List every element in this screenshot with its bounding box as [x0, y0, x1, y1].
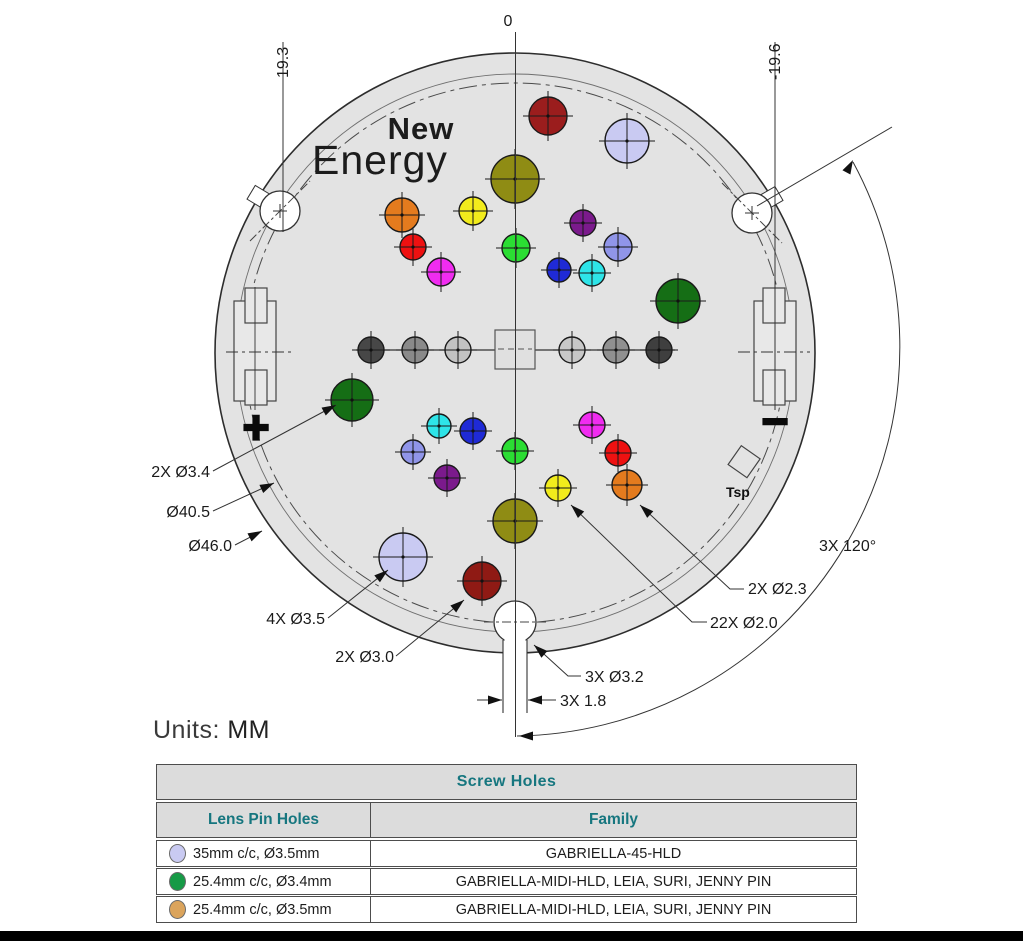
screw-holes-table: Screw Holes Lens Pin Holes Family 35mm c… [156, 764, 857, 924]
dark-red-hole [523, 91, 573, 141]
hole-swatch-icon [169, 900, 186, 919]
logo-word-energy: Energy [312, 137, 448, 183]
col-header-family: Family [370, 802, 857, 838]
dim-2x-d3-0: 2X Ø3.0 [335, 649, 394, 666]
pin-spec-cell: 25.4mm c/c, Ø3.4mm [156, 868, 371, 895]
col-header-lens-pin-holes: Lens Pin Holes [156, 802, 371, 838]
pin-spec-text: 25.4mm c/c, Ø3.5mm [193, 901, 332, 918]
plus-symbol: + [243, 401, 270, 453]
dim-d46-0: Ø46.0 [188, 538, 232, 555]
magenta-hole [421, 252, 461, 292]
family-cell: GABRIELLA-MIDI-HLD, LEIA, SURI, JENNY PI… [370, 868, 857, 895]
dim-d40-5: Ø40.5 [166, 504, 210, 521]
cyan-hole [573, 254, 611, 292]
gray-1-hole [352, 331, 390, 369]
dimension-labels: 19.3 0 -19.6 2X Ø3.4 Ø40.5 Ø46.0 4X Ø3.5… [151, 13, 876, 710]
pin-spec-cell: 35mm c/c, Ø3.5mm [156, 840, 371, 867]
red-hole [599, 434, 637, 472]
brand-logo: New Energy [312, 111, 455, 183]
blue-hole [454, 412, 492, 450]
yellow-hole [453, 191, 493, 231]
screw-hole-top-left [246, 180, 311, 242]
dark-green-hole [325, 373, 379, 427]
left-connector [233, 287, 277, 406]
pin-spec-cell: 25.4mm c/c, Ø3.5mm [156, 896, 371, 923]
dark-red-hole [457, 556, 507, 606]
purple-hole [564, 204, 602, 242]
units-value: MM [227, 716, 271, 744]
table-subheader: Lens Pin Holes Family [156, 802, 857, 838]
bottom-bar [0, 931, 1023, 941]
datum-lines [282, 32, 893, 737]
blue-hole [541, 252, 577, 288]
yellow-hole [539, 469, 577, 507]
dim-4x-d3-5: 4X Ø3.5 [266, 611, 325, 628]
dim-22x-d2-0: 22X Ø2.0 [710, 615, 778, 632]
gray-2-hole [396, 331, 434, 369]
dim-0: 0 [504, 13, 513, 30]
gray-6-hole [640, 331, 678, 369]
orange-hole [379, 192, 425, 238]
dim-2x-d2-3: 2X Ø2.3 [748, 581, 807, 598]
hole-swatch-icon [169, 872, 186, 891]
arrowheads [247, 160, 853, 741]
table-row: 25.4mm c/c, Ø3.4mm GABRIELLA-MIDI-HLD, LE… [156, 868, 857, 895]
dim-3x-d3-2: 3X Ø3.2 [585, 669, 644, 686]
dim-2x-d3-4: 2X Ø3.4 [151, 464, 210, 481]
logo-word-new: New [388, 111, 455, 146]
angle-arc [516, 161, 901, 737]
units-label: Units: MM [153, 716, 270, 745]
technical-drawing: New Energy + − Tsp [151, 13, 901, 741]
dim-19-3: 19.3 [275, 47, 292, 78]
gray-5-hole [597, 331, 635, 369]
pin-spec-text: 35mm c/c, Ø3.5mm [193, 845, 320, 862]
tsp-pad [727, 444, 761, 479]
dim-3x-1-8: 3X 1.8 [560, 693, 606, 710]
gray-4-hole [553, 331, 591, 369]
dim-neg-19-6: -19.6 [767, 43, 784, 80]
hole-swatch-icon [169, 844, 186, 863]
gray-3-hole [439, 331, 477, 369]
family-cell: GABRIELLA-MIDI-HLD, LEIA, SURI, JENNY PI… [370, 896, 857, 923]
tsp-label: Tsp [726, 484, 750, 500]
family-cell: GABRIELLA-45-HLD [370, 840, 857, 867]
magenta-hole [573, 406, 611, 444]
purple-hole [428, 459, 466, 497]
lavender-hole [373, 527, 433, 587]
orange-hole [606, 464, 648, 506]
lavender-hole [599, 113, 655, 169]
periwinkle-hole [598, 227, 638, 267]
red-hole [394, 228, 432, 266]
periwinkle-hole [395, 434, 431, 470]
table-row: 25.4mm c/c, Ø3.5mm GABRIELLA-MIDI-HLD, LE… [156, 896, 857, 923]
table-title: Screw Holes [156, 764, 857, 800]
units-prefix: Units: [153, 716, 220, 744]
dim-3x-120: 3X 120° [819, 538, 876, 555]
dark-green-hole [650, 273, 706, 329]
cyan-hole [421, 408, 457, 444]
table-row: 35mm c/c, Ø3.5mm GABRIELLA-45-HLD [156, 840, 857, 867]
pin-spec-text: 25.4mm c/c, Ø3.4mm [193, 873, 332, 890]
